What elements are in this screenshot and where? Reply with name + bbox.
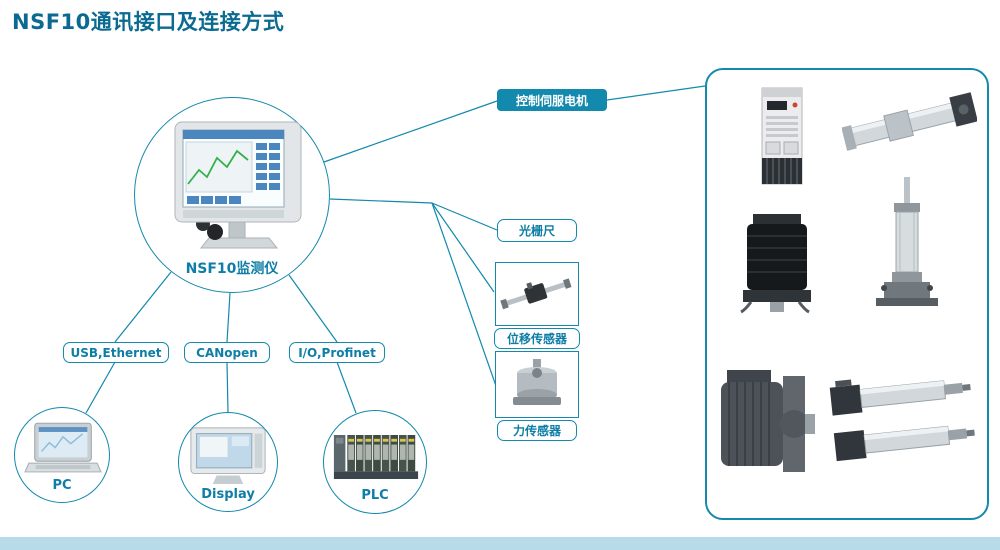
linear-module-image xyxy=(842,82,977,162)
optical-scale-label: 光栅尺 xyxy=(497,219,577,242)
interface-label-io-profinet: I/O,Profinet xyxy=(289,342,385,363)
pneumatic-cylinder-image xyxy=(872,175,942,320)
force-sensor-box xyxy=(495,351,579,418)
gear-motor-image xyxy=(717,362,817,482)
servo-control-label: 控制伺服电机 xyxy=(497,89,607,111)
servo-drive-image xyxy=(755,86,809,186)
displacement-sensor-image xyxy=(500,269,574,319)
pc-node: PC xyxy=(14,407,110,503)
force-sensor-label: 力传感器 xyxy=(497,420,577,441)
pc-label: PC xyxy=(52,478,72,493)
plc-label: PLC xyxy=(361,488,389,503)
footer-bar xyxy=(0,537,1000,550)
nsf10-monitor-node: NSF10监测仪 xyxy=(134,97,330,293)
force-sensor-image xyxy=(507,357,567,413)
display-image xyxy=(188,426,268,485)
pc-image xyxy=(24,422,102,477)
electric-actuators-image xyxy=(829,366,979,471)
nsf10-monitor-label: NSF10监测仪 xyxy=(185,261,279,277)
servo-motor-image xyxy=(737,210,817,315)
plc-image xyxy=(332,431,420,483)
displacement-sensor-box xyxy=(495,262,579,326)
displacement-sensor-label: 位移传感器 xyxy=(494,328,580,349)
interface-label-canopen: CANopen xyxy=(184,342,270,363)
interface-label-usb-ethernet: USB,Ethernet xyxy=(63,342,169,363)
display-node: Display xyxy=(178,412,278,512)
plc-node: PLC xyxy=(323,410,427,514)
display-label: Display xyxy=(201,487,255,502)
servo-products-panel xyxy=(705,68,989,520)
nsf10-monitor-image xyxy=(153,120,313,250)
page-title: NSF10通讯接口及连接方式 xyxy=(12,10,285,34)
